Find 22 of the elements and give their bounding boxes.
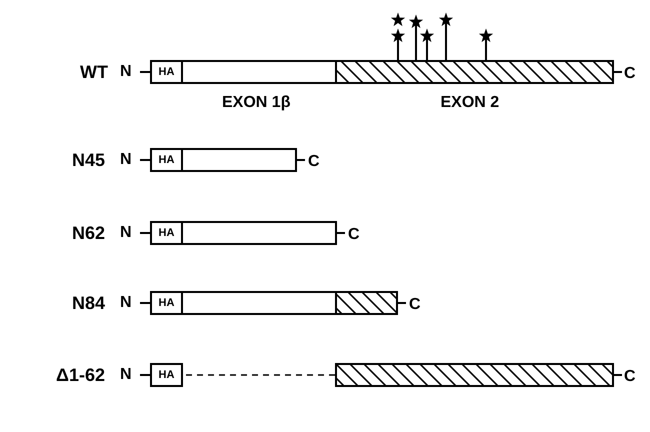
- terminus-label: N: [120, 225, 132, 241]
- terminus-label: C: [624, 369, 636, 385]
- exon-label: EXON 1β: [222, 95, 290, 111]
- terminus-label: C: [308, 154, 320, 170]
- tag-box: HA: [150, 363, 183, 387]
- terminus-label: N: [120, 295, 132, 311]
- tag-box: HA: [150, 221, 183, 245]
- construct-name: Δ1-62: [56, 366, 105, 384]
- terminus-label: C: [348, 227, 360, 243]
- construct-name: N84: [72, 294, 106, 312]
- tag-box: HA: [150, 291, 183, 315]
- terminus-label: N: [120, 152, 132, 168]
- tag-box: HA: [150, 60, 183, 84]
- tag-box: HA: [150, 148, 183, 172]
- terminus-label: N: [120, 64, 132, 80]
- construct-name: N62: [72, 224, 106, 242]
- terminus-label: N: [120, 367, 132, 383]
- exon-label: EXON 2: [440, 95, 500, 111]
- terminus-label: C: [409, 297, 421, 313]
- construct-name: WT: [80, 63, 108, 81]
- terminus-label: C: [624, 66, 636, 82]
- construct-name: N45: [72, 151, 106, 169]
